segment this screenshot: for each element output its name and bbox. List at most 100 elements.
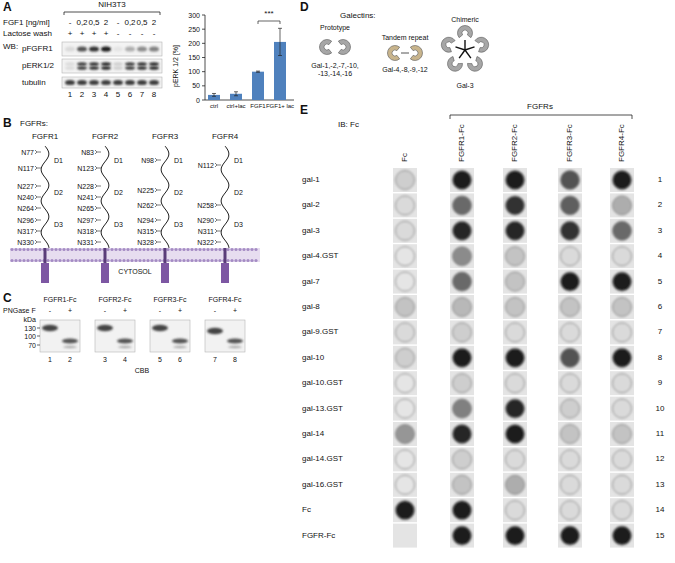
blot-band	[125, 62, 135, 66]
blot-band	[65, 66, 75, 70]
blot-square	[610, 473, 634, 497]
chimeric-tail	[465, 50, 471, 58]
blot-square	[558, 397, 582, 421]
lipid-head	[154, 259, 157, 262]
lipid-head	[226, 259, 229, 262]
gel-band	[172, 339, 188, 344]
blot-square	[503, 371, 527, 395]
domain-label: D3	[54, 221, 63, 228]
blot-band	[137, 80, 147, 85]
lane-number: 5	[116, 91, 120, 99]
lipid-head	[86, 259, 89, 262]
axis-tick: 100	[188, 68, 200, 75]
chimeric-galectin	[458, 25, 473, 37]
lane-number: 8	[152, 91, 156, 99]
row-number: 8	[658, 354, 662, 362]
glycan-symbol	[155, 240, 161, 244]
blot-band	[77, 62, 87, 66]
glycan-symbol	[155, 203, 161, 207]
blot-dot	[561, 247, 580, 266]
marker-tick	[37, 328, 40, 329]
blot-square	[610, 422, 634, 446]
blot-dot	[396, 298, 415, 317]
lane-value: -	[153, 30, 156, 38]
row-number: 7	[658, 328, 662, 336]
blot-square	[503, 270, 527, 294]
blot-square	[558, 371, 582, 395]
group-title: FGFRs	[527, 103, 553, 111]
lipid-head	[158, 248, 161, 251]
protein-name: FGFR4-Fc	[208, 296, 241, 303]
lane-value: -	[117, 30, 120, 38]
lipid-head	[118, 259, 121, 262]
lipid-head	[198, 248, 201, 251]
lane-value: +	[92, 30, 97, 38]
lipid-head	[82, 248, 85, 251]
lipid-head	[254, 259, 257, 262]
blot-square	[393, 193, 417, 217]
blot-dot	[506, 196, 525, 215]
receptor-name: FGFR4	[212, 133, 238, 141]
gel-band	[152, 325, 168, 331]
blot-square	[393, 422, 417, 446]
error-bar	[278, 28, 282, 55]
lipid-head	[142, 259, 145, 262]
blot-square	[558, 244, 582, 268]
column-header: FGFR4-Fc	[618, 124, 626, 162]
lipid-head	[250, 259, 253, 262]
row-label: gal-3	[302, 227, 320, 235]
blot-square	[503, 193, 527, 217]
lipid-head	[22, 259, 25, 262]
blot-dot	[613, 196, 632, 215]
blot-square	[450, 498, 474, 522]
blot-dot	[396, 501, 415, 520]
blot-square	[610, 447, 634, 471]
blot-dot	[453, 399, 472, 418]
blot-square	[393, 447, 417, 471]
lipid-head	[246, 259, 249, 262]
lipid-head	[206, 248, 209, 251]
lane-number: 6	[128, 91, 132, 99]
lipid-head	[234, 259, 237, 262]
lipid-head	[138, 259, 141, 262]
row-number: 10	[656, 405, 665, 413]
lane-value: +	[178, 307, 182, 314]
glycosylation-site: N225	[137, 187, 154, 194]
lipid-head	[46, 259, 49, 262]
blot-band	[65, 80, 75, 85]
lipid-head	[54, 259, 57, 262]
blot-dot	[561, 425, 580, 444]
lipid-head	[106, 248, 109, 251]
lipid-head	[18, 248, 21, 251]
lipid-head	[166, 248, 169, 251]
row-label: gal-10.GST	[302, 379, 343, 387]
lipid-head	[62, 248, 65, 251]
blot-dot	[561, 399, 580, 418]
blot-dot	[506, 501, 525, 520]
blot-square	[393, 498, 417, 522]
blot-square	[558, 219, 582, 243]
blot-dot	[396, 348, 415, 367]
lipid-head	[242, 248, 245, 251]
glycan-symbol	[95, 184, 101, 188]
marker-weight: 70	[28, 342, 36, 349]
row-label: Fc	[302, 506, 311, 514]
domain-label: D2	[114, 189, 123, 196]
blot-band	[77, 46, 87, 51]
lipid-head	[114, 259, 117, 262]
prototype-galectin	[320, 40, 332, 55]
art-group	[10, 12, 634, 548]
lane-value: -	[49, 307, 51, 314]
blot-square	[610, 498, 634, 522]
blot-band	[65, 62, 75, 66]
lipid-head	[106, 259, 109, 262]
kinase-domain	[101, 263, 109, 283]
lipid-head	[150, 259, 153, 262]
lane-value: -	[141, 30, 144, 38]
lipid-head	[174, 248, 177, 251]
lane-value: -	[214, 307, 216, 314]
blot-band	[125, 80, 135, 85]
blot-square	[393, 346, 417, 370]
tick-mark	[202, 29, 205, 30]
